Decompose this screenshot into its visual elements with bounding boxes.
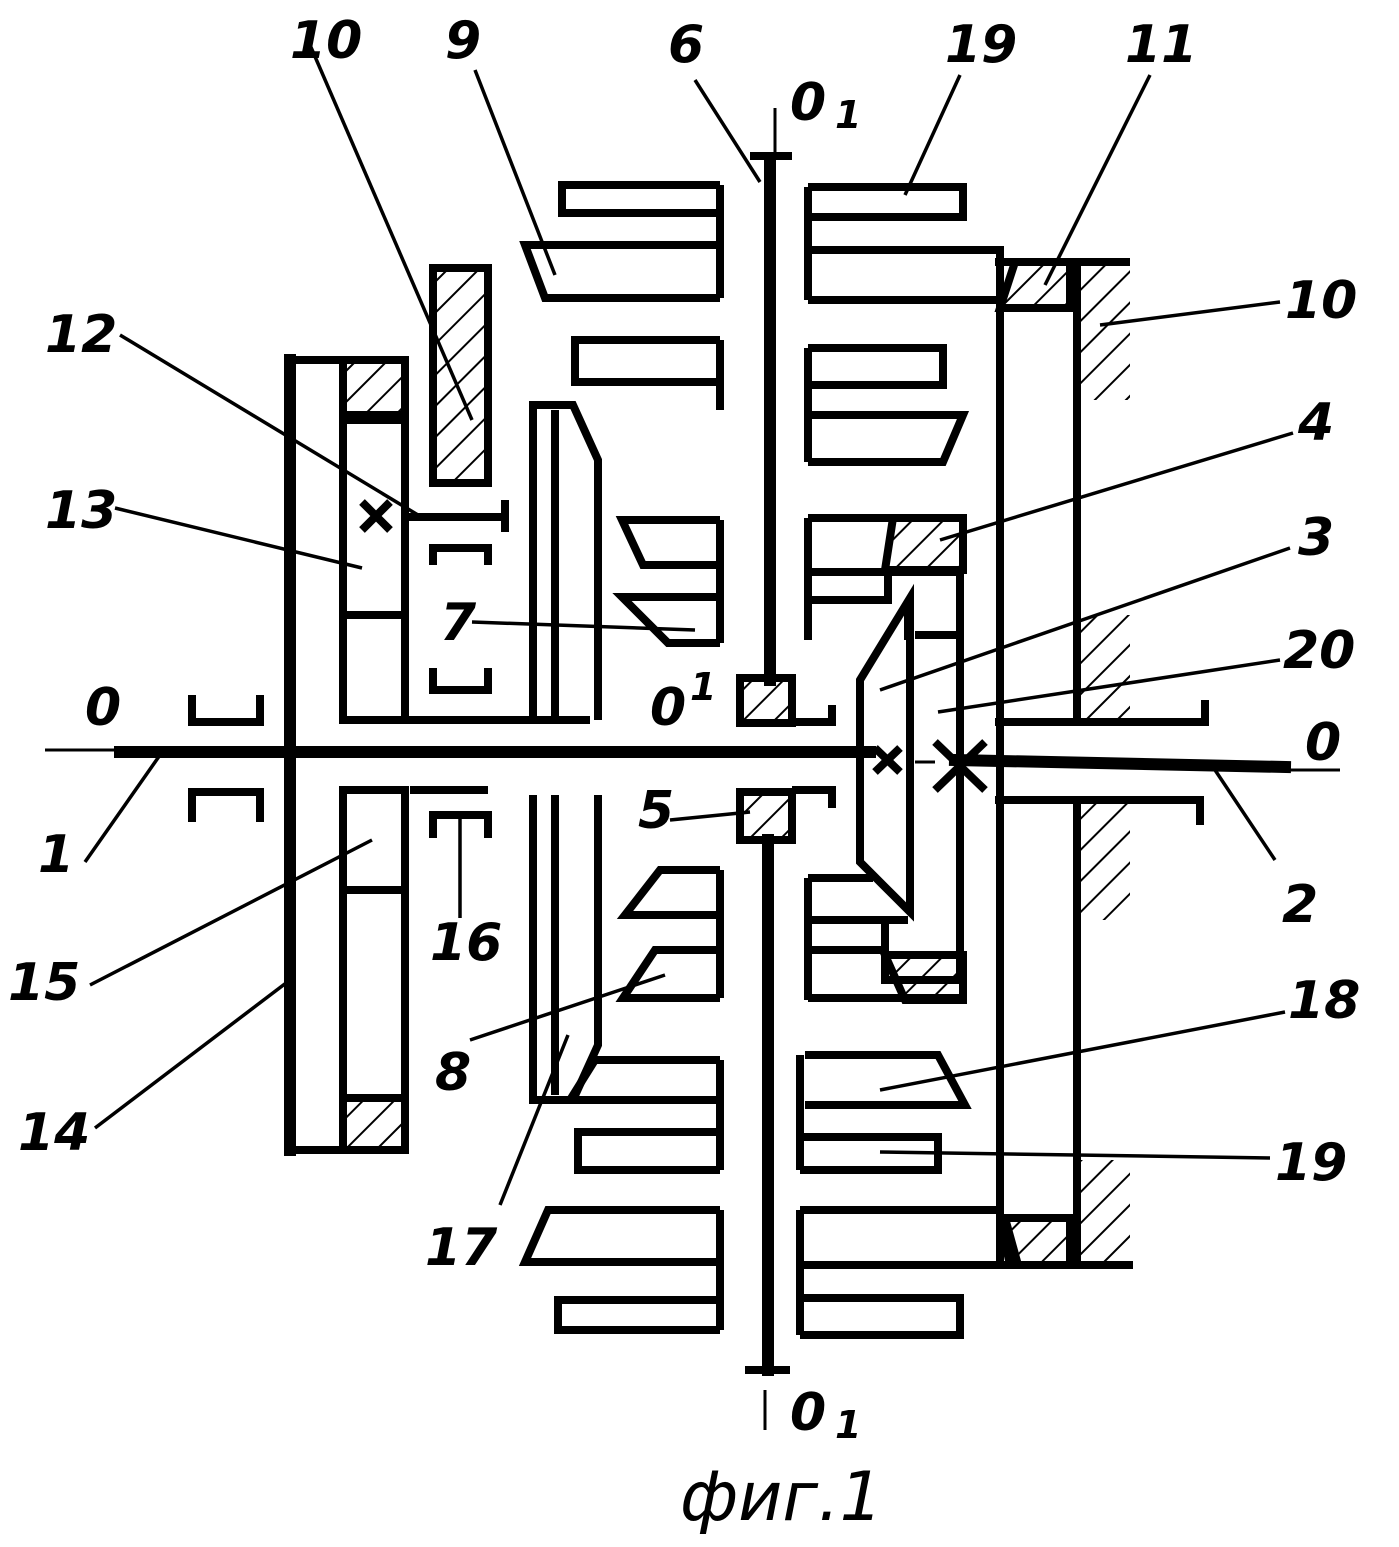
disc-9c: [575, 340, 720, 382]
housing-10-right-lower: [1080, 800, 1130, 920]
disc-r11: [800, 1210, 1000, 1265]
label-16: 16: [430, 913, 502, 973]
label-19-bottom: 19: [1275, 1133, 1347, 1193]
label-17: 17: [425, 1218, 498, 1278]
figure-caption: фиг.1: [680, 1458, 883, 1537]
bearing-5-lower: [740, 792, 792, 840]
label-13: 13: [45, 481, 117, 541]
ring-gear-11-top: [1000, 262, 1070, 308]
label-14: 14: [18, 1103, 90, 1163]
central-gears: [808, 518, 985, 1000]
label-19-top: 19: [945, 15, 1017, 75]
label-4: 4: [1297, 393, 1334, 453]
center-label-sup: 1: [690, 665, 716, 709]
disc-17a: [570, 1060, 720, 1100]
disc-lower-a: [525, 1210, 720, 1262]
leader-2: [1215, 770, 1275, 860]
leader-6: [695, 80, 760, 182]
leader-11: [1045, 75, 1150, 285]
label-2: 2: [1282, 875, 1318, 935]
disc-r4: [808, 415, 963, 462]
label-11: 11: [1125, 15, 1197, 75]
bearing-5-upper-seat: [792, 705, 832, 722]
gear-13-hatch: [343, 360, 405, 415]
leader-1: [85, 755, 160, 862]
axis-label-top: 0: [790, 73, 826, 133]
leader-19a: [905, 75, 960, 195]
ring-17-upper: [533, 405, 598, 720]
label-12: 12: [45, 305, 117, 365]
housing-10-right-bottom: [1080, 1160, 1130, 1265]
disc-r8: [808, 920, 885, 950]
ring-gear-11-bottom: [1005, 1218, 1070, 1265]
disc-19b: [808, 250, 1000, 300]
label-18: 18: [1288, 971, 1360, 1031]
ring-17-lower: [533, 795, 598, 1100]
disc-9a: [562, 185, 720, 213]
disc-lower-b: [558, 1300, 720, 1330]
axis-label-left: 0: [85, 678, 121, 738]
disc-17b: [578, 1132, 720, 1170]
housing-10-right-upper: [1080, 265, 1130, 400]
satellite-bearings: [740, 678, 832, 840]
housing-10-left: [433, 268, 488, 483]
label-8: 8: [435, 1043, 471, 1103]
leader-15: [90, 840, 372, 985]
axis-label-right: 0: [1305, 713, 1341, 773]
label-1: 1: [38, 825, 74, 885]
leader-4: [940, 433, 1293, 540]
disc-r3: [808, 348, 943, 385]
axis-label-bottom: 0: [790, 1383, 826, 1443]
output-shaft: [955, 760, 1285, 767]
axis-label-top-sub: 1: [835, 93, 861, 137]
label-5: 5: [638, 781, 674, 841]
bearing-left-lower: [192, 792, 260, 822]
leader-9: [475, 70, 555, 275]
bearing-5-lower-seat: [792, 790, 832, 808]
label-15: 15: [8, 953, 80, 1013]
label-3: 3: [1298, 508, 1334, 568]
center-label: 0: [650, 678, 686, 738]
leader-7: [472, 622, 695, 630]
label-9: 9: [445, 11, 481, 71]
label-10-right: 10: [1285, 271, 1357, 331]
disc-7a: [622, 520, 720, 565]
housing-10-right-mid: [1080, 615, 1130, 720]
bearing-7-lower: [433, 668, 488, 690]
bearing-16-upper: [433, 548, 488, 565]
label-10-top: 10: [290, 11, 362, 71]
disc-19a: [808, 187, 963, 217]
label-7: 7: [440, 593, 477, 653]
gear-4-upper: [885, 518, 963, 570]
disc-8a: [625, 870, 720, 915]
disc-r6: [808, 572, 888, 600]
gear-4-lower: [885, 955, 963, 1000]
leader-8: [470, 975, 665, 1040]
label-20: 20: [1283, 621, 1355, 681]
leader-18: [880, 1012, 1285, 1090]
disc-7b: [622, 597, 720, 643]
bearing-5-upper: [740, 678, 792, 723]
gear-15-hatch: [343, 1098, 405, 1150]
leader-13: [115, 508, 362, 568]
axis-label-bottom-sub: 1: [835, 1403, 861, 1447]
leader-14: [95, 980, 290, 1128]
label-6: 6: [668, 15, 704, 75]
disc-8b: [623, 950, 720, 998]
bearing-left-upper: [192, 695, 260, 722]
disc-r12: [800, 1298, 960, 1335]
